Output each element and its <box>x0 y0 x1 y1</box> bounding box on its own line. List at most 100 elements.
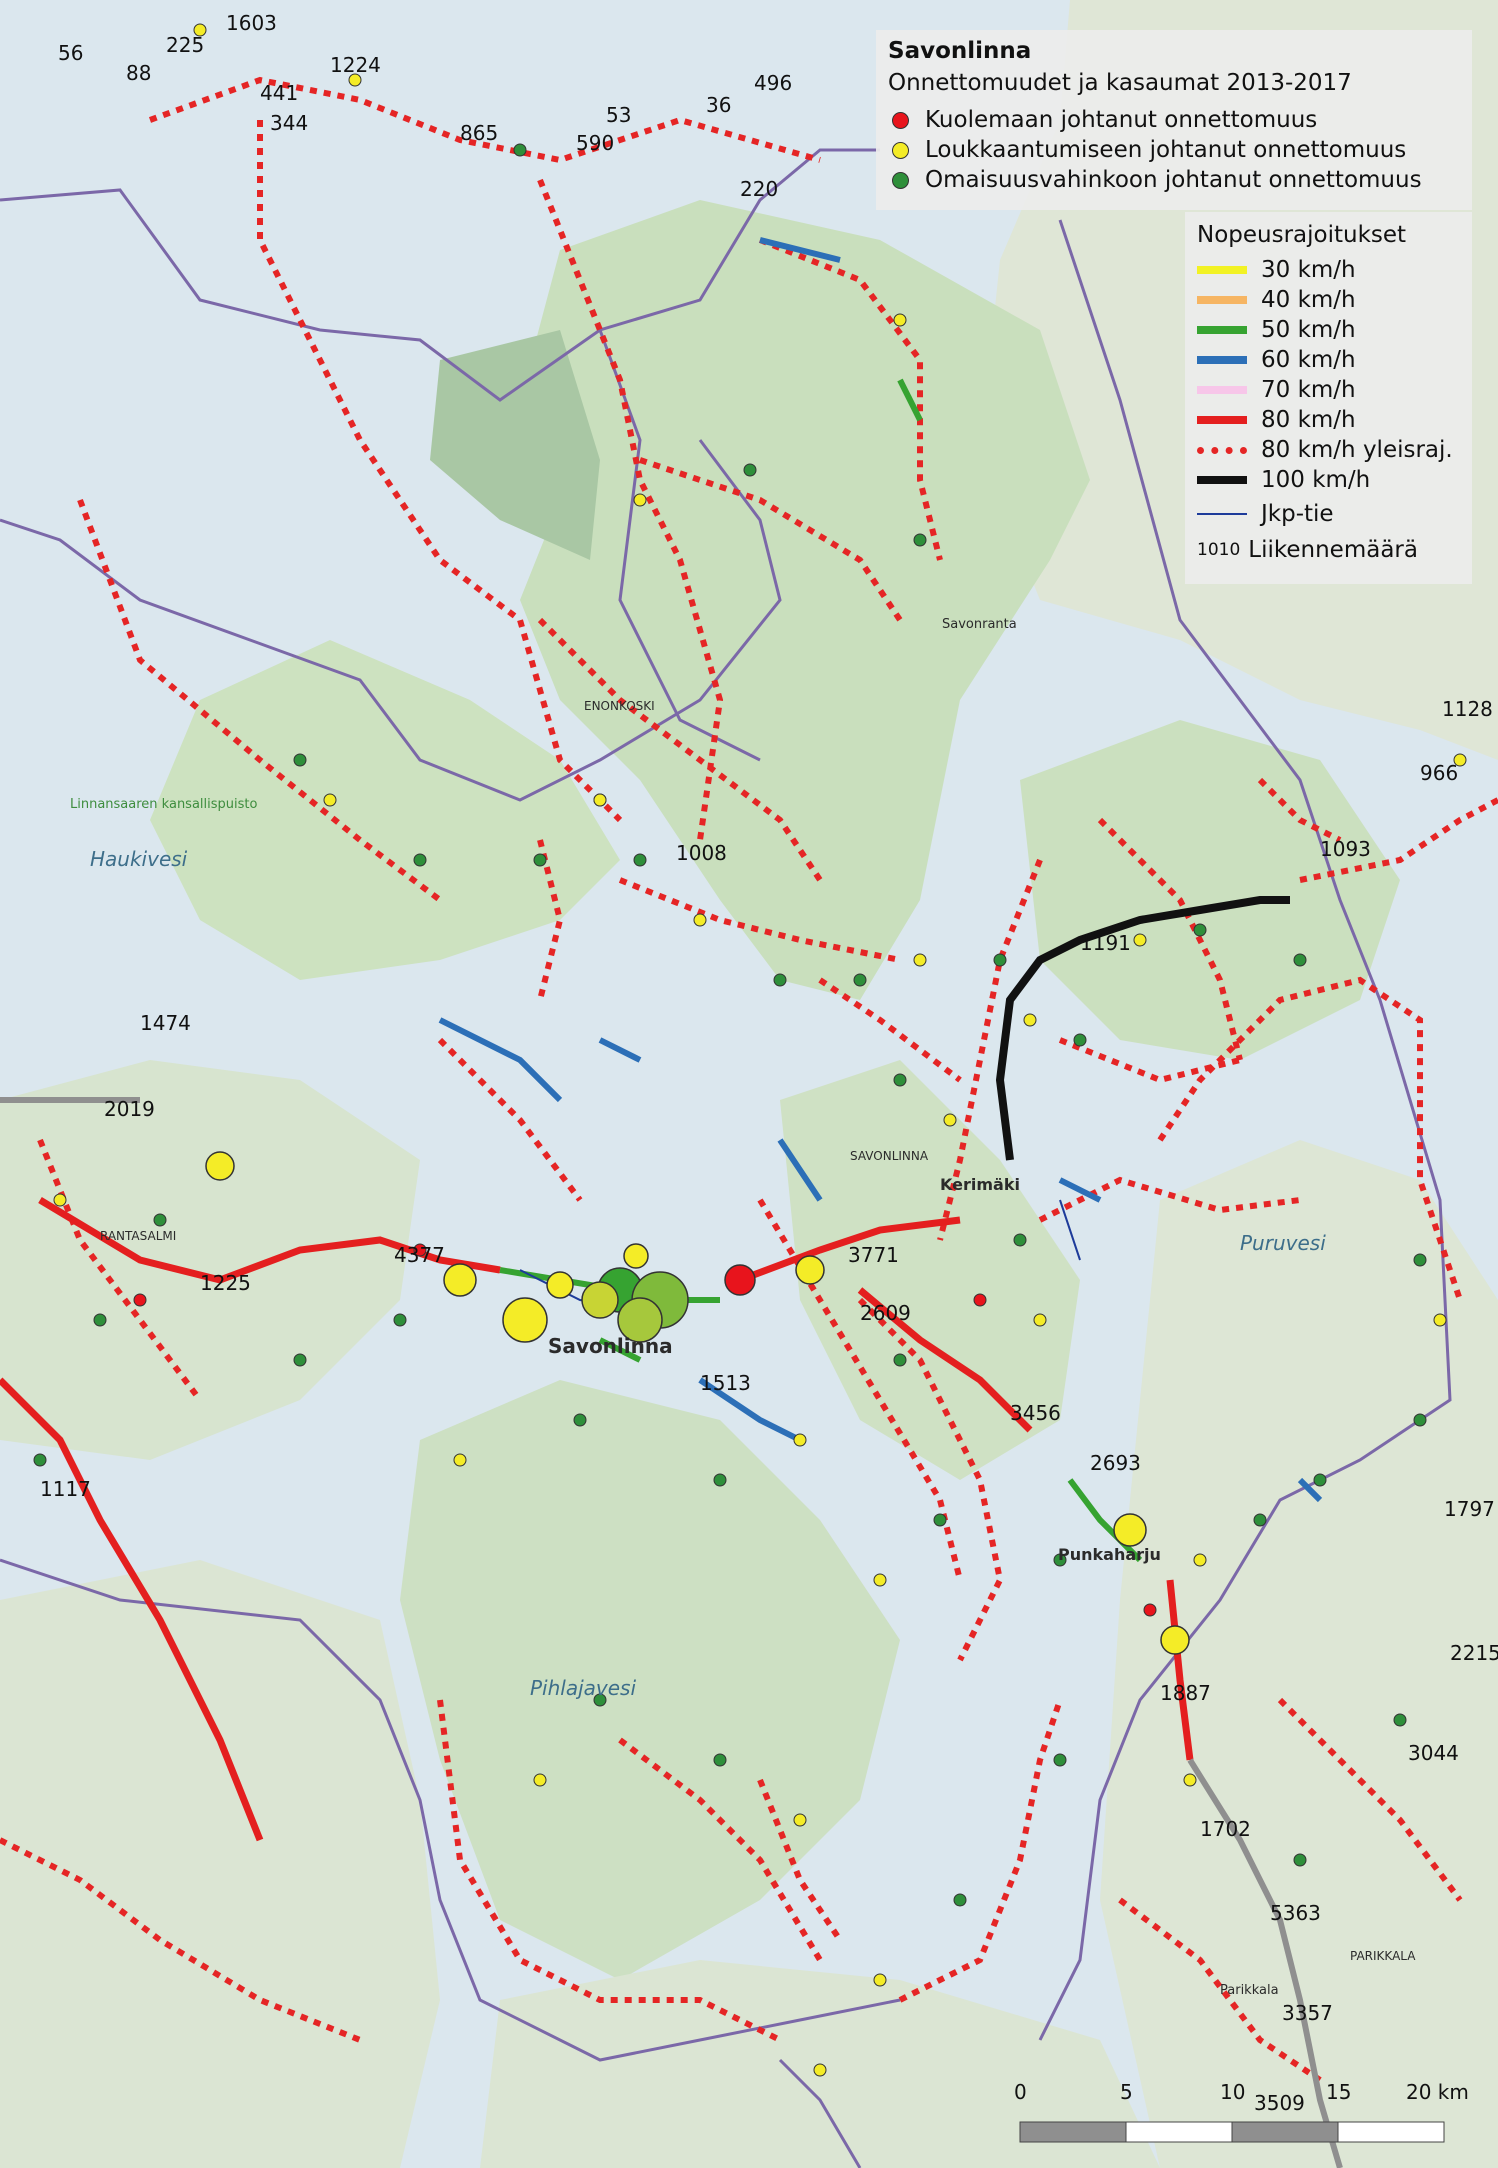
traffic-count: 1797 <box>1444 1497 1495 1521</box>
speed-item: 80 km/h <box>1197 406 1356 434</box>
traffic-count: 1225 <box>200 1271 251 1295</box>
speed-item: 60 km/h <box>1197 346 1356 374</box>
red-dot-icon <box>892 111 909 129</box>
legend-title: Savonlinna <box>888 38 1032 64</box>
traffic-count: 2609 <box>860 1301 911 1325</box>
traffic-count: 3357 <box>1282 2001 1333 2025</box>
speed-item: 50 km/h <box>1197 316 1356 344</box>
orange-line-swatch <box>1197 296 1247 304</box>
speed-80-roads <box>0 1196 1194 1842</box>
traffic-count: 1093 <box>1320 837 1371 861</box>
speed-item: 1010 Liikennemäärä <box>1197 536 1418 564</box>
accident-clusters <box>205 1151 1190 1655</box>
place-puruvesi: Puruvesi <box>1240 1231 1326 1255</box>
traffic-count: 1117 <box>40 1477 91 1501</box>
traffic-count: 1191 <box>1080 931 1131 955</box>
traffic-count: 1128 <box>1442 697 1493 721</box>
black-line-swatch <box>1197 476 1247 484</box>
speed-item: 80 km/h yleisraj. <box>1197 436 1453 464</box>
accident-points <box>33 23 1467 2077</box>
general-speed-roads <box>0 76 1498 2083</box>
municipality-enonkoski: ENONKOSKI <box>584 699 655 713</box>
place-haukivesi: Haukivesi <box>90 847 188 871</box>
accident-legend: Savonlinna Onnettomuudet ja kasaumat 201… <box>876 30 1472 210</box>
traffic-count: 1513 <box>700 1371 751 1395</box>
traffic-count: 2693 <box>1090 1451 1141 1475</box>
speed-item-label: 60 km/h <box>1261 347 1356 373</box>
legend-item-label: Loukkaantumiseen johtanut onnettomuus <box>925 137 1407 163</box>
legend-item-injury: Loukkaantumiseen johtanut onnettomuus <box>892 136 1406 164</box>
red-line-swatch <box>1197 416 1247 424</box>
speed-item-label: 70 km/h <box>1261 377 1356 403</box>
place-linnansaari: Linnansaaren kansallispuisto <box>70 797 257 812</box>
speed-item: Jkp-tie <box>1197 500 1334 528</box>
speed-item-label: 80 km/h <box>1261 407 1356 433</box>
traffic-count: 1008 <box>676 841 727 865</box>
green-dot-icon <box>892 171 909 189</box>
scale-tick-label: 15 <box>1326 2080 1352 2104</box>
speed-item-label: 100 km/h <box>1261 467 1371 493</box>
speed-item: 40 km/h <box>1197 286 1356 314</box>
green-line-swatch <box>1197 326 1247 334</box>
speed-item-label: 80 km/h yleisraj. <box>1261 437 1453 463</box>
legend-subtitle: Onnettomuudet ja kasaumat 2013-2017 <box>888 70 1352 96</box>
traffic-count-sample: 1010 <box>1197 540 1241 560</box>
red-dotted-line-swatch <box>1197 446 1247 454</box>
speed-item: 30 km/h <box>1197 256 1356 284</box>
traffic-count: 225 <box>166 33 204 57</box>
speed-100-roads <box>995 896 1290 1161</box>
speed-item-label: 30 km/h <box>1261 257 1356 283</box>
traffic-count: 3509 <box>1254 2091 1305 2115</box>
scale-bar <box>1019 2121 1445 2143</box>
traffic-count: 1702 <box>1200 1817 1251 1841</box>
traffic-count: 3044 <box>1408 1741 1459 1765</box>
traffic-count: 344 <box>270 111 308 135</box>
legend-item-label: Omaisuusvahinkoon johtanut onnettomuus <box>925 167 1422 193</box>
traffic-count: 220 <box>740 177 778 201</box>
traffic-count: 2019 <box>104 1097 155 1121</box>
traffic-count: 966 <box>1420 761 1458 785</box>
speed-item: 100 km/h <box>1197 466 1370 494</box>
pink-line-swatch <box>1197 386 1247 394</box>
legend-item-label: Kuolemaan johtanut onnettomuus <box>925 107 1318 133</box>
place-labels: Savonlinna Kerimäki Punkaharju Pihlajave… <box>70 617 1416 1998</box>
traffic-count: 53 <box>606 103 631 127</box>
legend-item-fatal: Kuolemaan johtanut onnettomuus <box>892 106 1317 134</box>
yellow-line-swatch <box>1197 266 1247 274</box>
speed-item-label: 50 km/h <box>1261 317 1356 343</box>
traffic-count: 496 <box>754 71 792 95</box>
speed-item-label: Liikennemäärä <box>1248 537 1418 563</box>
traffic-count: 865 <box>460 121 498 145</box>
traffic-count: 590 <box>576 131 614 155</box>
scale-tick-label: 0 <box>1014 2080 1027 2104</box>
scale-tick-label: 10 <box>1220 2080 1246 2104</box>
yellow-dot-icon <box>892 141 909 159</box>
municipality-parikkala: PARIKKALA <box>1350 1949 1416 1963</box>
scale-tick-label: 20 km <box>1406 2080 1469 2104</box>
traffic-count: 1887 <box>1160 1681 1211 1705</box>
municipality-rantasalmi: RANTASALMI <box>100 1229 176 1243</box>
place-pihlajavesi: Pihlajavesi <box>530 1676 636 1700</box>
regional-roads <box>0 1097 1343 2168</box>
traffic-count: 1224 <box>330 53 381 77</box>
place-savonranta: Savonranta <box>942 617 1017 632</box>
thin-blue-line-swatch <box>1197 513 1247 515</box>
traffic-count: 3456 <box>1010 1401 1061 1425</box>
speed-item-label: Jkp-tie <box>1261 501 1334 527</box>
legend-item-property: Omaisuusvahinkoon johtanut onnettomuus <box>892 166 1422 194</box>
traffic-count: 1474 <box>140 1011 191 1035</box>
scale-tick-label: 5 <box>1120 2080 1133 2104</box>
blue-line-swatch <box>1197 356 1247 364</box>
traffic-count: 5363 <box>1270 1901 1321 1925</box>
place-kerimaki: Kerimäki <box>940 1175 1020 1194</box>
traffic-count: 441 <box>260 81 298 105</box>
traffic-count: 2215 <box>1450 1641 1498 1665</box>
place-savonlinna: Savonlinna <box>548 1334 673 1358</box>
traffic-count: 56 <box>58 41 83 65</box>
speed-60-roads <box>438 237 1323 1503</box>
traffic-count: 4377 <box>394 1243 445 1267</box>
traffic-count: 88 <box>126 61 151 85</box>
traffic-count: 36 <box>706 93 731 117</box>
speed-legend-title: Nopeusrajoitukset <box>1197 222 1407 248</box>
municipality-savonlinna: SAVONLINNA <box>850 1149 929 1163</box>
